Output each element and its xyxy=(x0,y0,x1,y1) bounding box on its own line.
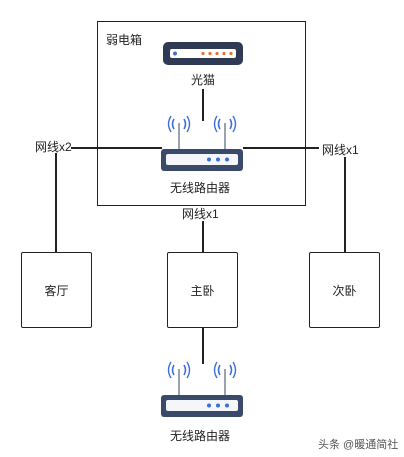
wifi-router-icon xyxy=(161,361,243,417)
network-box xyxy=(97,21,306,206)
living-drop-line xyxy=(55,153,57,253)
room-second: 次卧 xyxy=(309,252,380,328)
router-bedroom-label: 无线路由器 xyxy=(170,429,231,443)
modem-label: 光猫 xyxy=(191,73,216,87)
room-living-label: 客厅 xyxy=(44,283,69,298)
room-master: 主卧 xyxy=(167,252,238,328)
modem-router-link xyxy=(202,89,204,121)
network-box-title: 弱电箱 xyxy=(106,33,143,47)
watermark: 头条 @暖通简社 xyxy=(318,439,399,451)
cable-label-center: 网线x1 xyxy=(182,207,219,221)
router-main-label: 无线路由器 xyxy=(170,181,231,195)
master-drop-line xyxy=(202,221,204,253)
master-router-link xyxy=(202,328,204,364)
room-master-label: 主卧 xyxy=(190,283,215,298)
left-cable-line xyxy=(71,147,162,149)
cable-label-right: 网线x1 xyxy=(322,143,359,157)
modem-icon xyxy=(163,42,243,65)
wifi-router-icon xyxy=(161,115,243,171)
right-cable-line xyxy=(243,147,319,149)
room-living: 客厅 xyxy=(21,252,92,328)
cable-label-left: 网线x2 xyxy=(35,140,72,154)
room-second-label: 次卧 xyxy=(332,283,357,298)
second-drop-line xyxy=(344,157,346,253)
